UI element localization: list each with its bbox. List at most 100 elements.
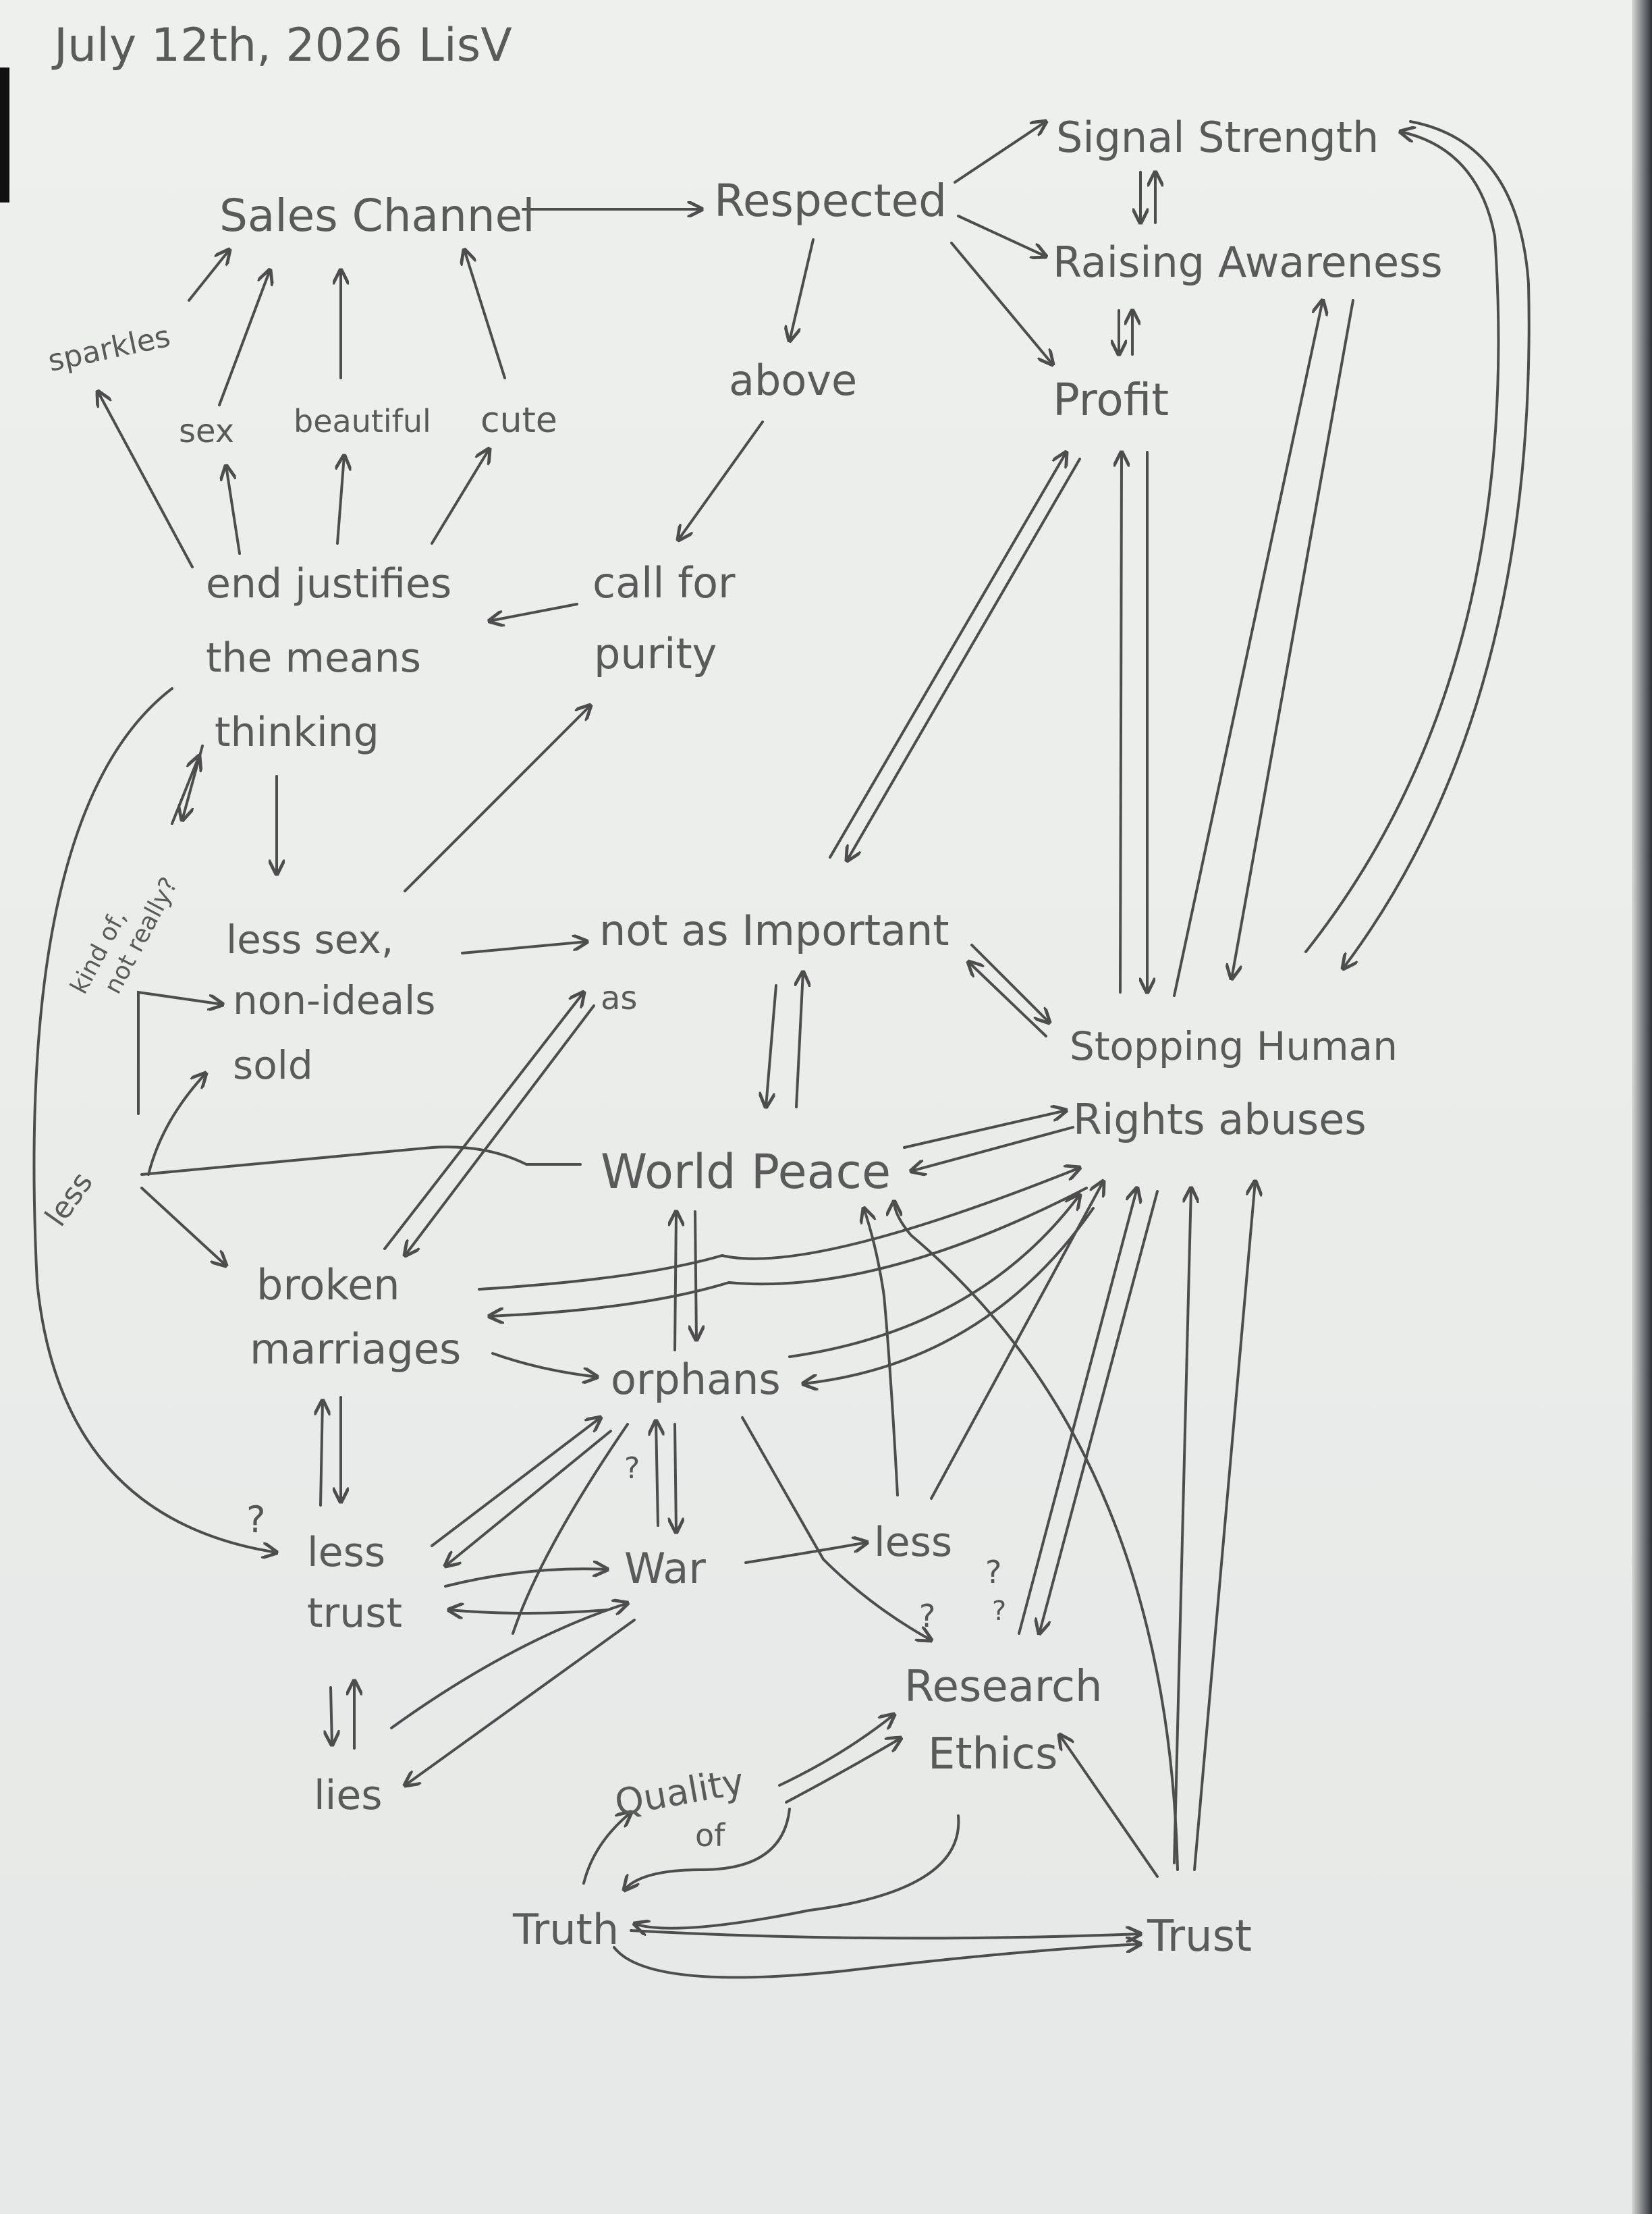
edge-war-lies-b <box>405 1619 636 1785</box>
edge-stopping-research-b <box>1039 1190 1159 1634</box>
edge-stopping-awareness-b <box>1232 299 1354 979</box>
header-date: July 12th, 2026 <box>51 19 402 72</box>
edge-lesssex-callfor <box>404 705 590 892</box>
edge-notimportant-worldpeace-b <box>796 972 803 1108</box>
header-author: LisV <box>418 19 512 72</box>
edge-broken-notimportant-a <box>383 992 584 1250</box>
node-truth: Truth <box>512 1905 619 1954</box>
node-research-line2: Ethics <box>928 1729 1057 1779</box>
edge-broken-stopping <box>478 1168 1080 1291</box>
node-less-left: less <box>38 1166 100 1233</box>
node-cute: cute <box>480 400 557 441</box>
node-raising-awareness: Raising Awareness <box>1053 238 1443 287</box>
node-not-important-line2: as <box>601 979 637 1017</box>
edges <box>32 120 1531 1979</box>
node-less-sex-line1: less sex, <box>226 917 393 963</box>
node-world-peace: World Peace <box>601 1144 891 1199</box>
edge-trust-worldpeace <box>894 1202 1179 1871</box>
edge-orphans-war-b <box>675 1423 676 1532</box>
edge-less-sold <box>147 1073 206 1176</box>
edge-worldpeace-orphans-a <box>675 1212 676 1351</box>
node-less-sex-line2: non-ideals <box>233 977 435 1023</box>
edge-stopping-awareness-a <box>1173 300 1323 997</box>
edge-endjust-cute <box>431 449 489 545</box>
edge-sparkles-sales <box>188 250 229 302</box>
edge-broken-orphans <box>491 1352 597 1377</box>
paper-edge <box>1632 0 1652 2214</box>
edge-notimportant-profit-b <box>847 458 1081 861</box>
node-respected: Respected <box>714 175 947 227</box>
edge-stopping-signal-b <box>1343 120 1531 969</box>
edge-profit-stopping-a <box>1120 452 1122 994</box>
edge-respected-signal <box>954 122 1046 184</box>
node-not-important-line1: not as Important <box>599 906 949 955</box>
node-sex: sex <box>179 412 234 450</box>
node-lies: lies <box>314 1772 383 1819</box>
node-end-justifies-line3: thinking <box>215 709 379 756</box>
edge-worldpeace-stopping-a <box>903 1110 1066 1149</box>
edge-worldpeace-orphans-b <box>695 1210 696 1340</box>
edge-stopping-orphans-b <box>803 1207 1095 1384</box>
edge-above-callfor <box>678 421 764 540</box>
node-profit: Profit <box>1053 374 1169 426</box>
edge-war-lessright <box>744 1542 867 1564</box>
question-mark-research-b: ? <box>985 1554 1001 1590</box>
node-war: War <box>624 1544 706 1593</box>
edge-quality-research-a <box>778 1714 894 1787</box>
edge-cute-sales <box>464 250 506 379</box>
edge-endjust-lesstrust <box>32 687 277 1552</box>
edge-research-stopping-a <box>1018 1188 1137 1635</box>
edge-truth-trust <box>630 1931 1140 1938</box>
edge-war-lesstrust-b <box>449 1610 609 1613</box>
edge-trust-stopping-b <box>1193 1181 1255 1871</box>
edge-notimportant-stopping-a <box>970 944 1049 1023</box>
node-end-justifies-line1: end justifies <box>206 560 451 608</box>
edge-broken-lesstrust-a <box>321 1401 323 1507</box>
edge-respected-awareness <box>957 215 1046 256</box>
node-sparkles: sparkles <box>45 319 173 379</box>
edge-quality-research-b <box>785 1738 901 1804</box>
node-quality-line1: Quality <box>611 1760 747 1825</box>
edge-callfor-endjust <box>489 603 578 621</box>
edge-trust-stopping-a <box>1173 1188 1191 1864</box>
edge-sex-sales <box>218 270 270 406</box>
edge-lesstrust-war-a <box>444 1569 607 1588</box>
node-less-trust-line1: less <box>307 1529 385 1576</box>
edge-truth-quality <box>582 1812 631 1885</box>
edge-stopping-broken <box>489 1187 1088 1316</box>
edge-worldpeace-stopping-b <box>911 1126 1074 1171</box>
node-call-for-line2: purity <box>594 629 717 678</box>
edge-orphans-cross-war <box>512 1423 629 1635</box>
question-mark-orphans-war: ? <box>624 1451 640 1486</box>
node-broken-line1: broken <box>256 1260 400 1310</box>
node-sales-channel: Sales Channel <box>219 190 535 242</box>
edge-less-broken <box>140 1187 226 1266</box>
edge-stopping-signal-a <box>1304 132 1500 953</box>
edge-endjust-sparkles <box>98 392 194 568</box>
node-signal-strength: Signal Strength <box>1056 113 1379 162</box>
node-broken-line2: marriages <box>250 1324 461 1374</box>
edge-respected-profit <box>950 242 1053 364</box>
edge-endjust-beautiful <box>337 456 344 545</box>
edge-broken-notimportant-b <box>405 1004 595 1256</box>
node-quality-line2: of <box>695 1817 726 1854</box>
edge-lesssex-notimportant <box>461 942 587 954</box>
question-mark-less-trust: ? <box>246 1498 266 1541</box>
node-beautiful: beautiful <box>294 403 431 439</box>
edge-orphans-research <box>741 1416 931 1640</box>
question-marks: ? ? ? ? ? <box>246 1451 1006 1634</box>
edge-lessright-stopping <box>930 1181 1103 1500</box>
edge-orphans-war-a <box>656 1421 658 1527</box>
binding-shadow <box>0 68 9 202</box>
edge-quality-truth <box>624 1808 791 1890</box>
edge-less-lesssex <box>137 990 223 1115</box>
edge-less-worldpeace <box>140 1145 582 1176</box>
edge-lesstrust-orphans-a <box>431 1418 601 1547</box>
node-stopping-line1: Stopping Human <box>1070 1023 1398 1069</box>
edge-respected-above <box>790 238 815 341</box>
node-orphans: orphans <box>611 1355 781 1404</box>
node-stopping-line2: Rights abuses <box>1073 1095 1367 1144</box>
edge-notimportant-worldpeace-a <box>766 984 777 1107</box>
edge-trust-research <box>1059 1735 1159 1878</box>
